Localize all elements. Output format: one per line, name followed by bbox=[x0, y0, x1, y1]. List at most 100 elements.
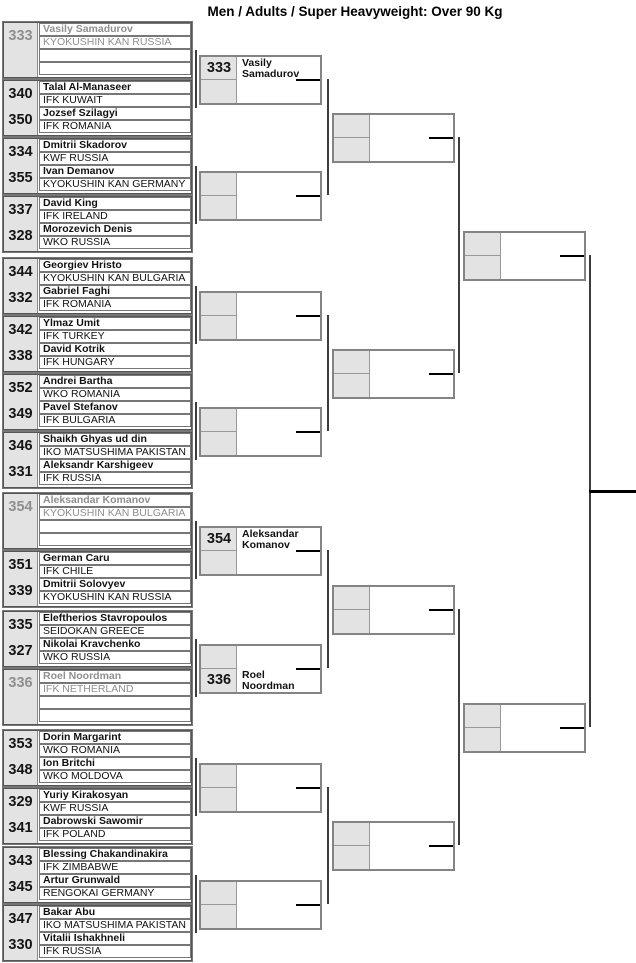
entrant-name: Talal Al-Manaseer bbox=[39, 81, 191, 94]
entrant-club: IFK ZIMBABWE bbox=[39, 861, 191, 874]
winner-name: Roel Noordman bbox=[238, 669, 320, 692]
entrant-club: WKO ROMANIA bbox=[39, 744, 191, 757]
entrant-name: Ylmaz Umit bbox=[39, 317, 191, 330]
winner-slot bbox=[371, 374, 453, 397]
winner-slot bbox=[371, 846, 453, 869]
entrant-number: 346 bbox=[8, 438, 33, 454]
entrant-number: 351 bbox=[8, 557, 33, 573]
entrant-number: 328 bbox=[8, 228, 33, 244]
entrant-name: Gabriel Faghi bbox=[39, 285, 191, 298]
number-cell bbox=[201, 316, 237, 339]
entrant-number: 348 bbox=[8, 762, 33, 778]
entrant-name: Eleftherios Stavropoulos bbox=[39, 612, 191, 625]
number-cell bbox=[465, 256, 501, 279]
entrant-number: 330 bbox=[8, 937, 33, 953]
entrant-club: KYOKUSHIN KAN RUSSIA bbox=[39, 591, 191, 604]
entrant-club: IFK IRELAND bbox=[39, 210, 191, 223]
empty-row bbox=[39, 709, 191, 722]
entrant-name: David King bbox=[39, 197, 191, 210]
connector-line bbox=[327, 550, 329, 668]
score-line bbox=[169, 545, 191, 546]
entrant-name: Morozevich Denis bbox=[39, 223, 191, 236]
number-cell bbox=[201, 293, 237, 316]
number-cell bbox=[465, 728, 501, 751]
number-cell bbox=[201, 646, 237, 669]
entrant-name: Aleksandar Komanov bbox=[39, 494, 191, 507]
entrant-club: IFK CHILE bbox=[39, 565, 191, 578]
number-column bbox=[4, 81, 38, 135]
number-cell bbox=[201, 551, 237, 574]
connector-line bbox=[195, 758, 197, 816]
number-cell bbox=[201, 905, 237, 928]
connector-line bbox=[195, 286, 197, 344]
winner-name: Vasily Samadurov bbox=[238, 57, 320, 81]
round-box bbox=[332, 113, 455, 163]
entrant-club: RENGOKAI GERMANY bbox=[39, 887, 191, 900]
entrant-number: 341 bbox=[8, 820, 33, 836]
connector-line bbox=[458, 609, 460, 845]
number-cell bbox=[334, 587, 370, 610]
winner-slot bbox=[371, 610, 453, 633]
entrant-club: WKO RUSSIA bbox=[39, 236, 191, 249]
number-cell bbox=[465, 233, 501, 256]
entrant-name: Artur Grunwald bbox=[39, 874, 191, 887]
winner-slot bbox=[238, 905, 320, 928]
winner-slot bbox=[502, 233, 584, 257]
winner-number: 354 bbox=[206, 531, 232, 547]
connector-line bbox=[195, 402, 197, 460]
number-column bbox=[4, 670, 38, 724]
round-box bbox=[332, 349, 455, 399]
entrant-name: Vitalii Ishakhneli bbox=[39, 932, 191, 945]
winner-slot bbox=[238, 432, 320, 455]
entrant-number: 327 bbox=[8, 643, 33, 659]
empty-row bbox=[39, 62, 191, 75]
entrant-club: SEIDOKAN GREECE bbox=[39, 625, 191, 638]
number-column bbox=[4, 375, 38, 429]
winner-slot bbox=[238, 316, 320, 339]
round-box bbox=[463, 231, 586, 281]
score-line bbox=[296, 315, 320, 317]
entrant-name: Vasily Samadurov bbox=[39, 23, 191, 36]
entrant-number: 352 bbox=[8, 380, 33, 396]
entrant-name: Andrei Bartha bbox=[39, 375, 191, 388]
entrant-club: IFK HUNGARY bbox=[39, 356, 191, 369]
page-title: Men / Adults / Super Heavyweight: Over 9… bbox=[207, 4, 503, 19]
entrant-number: 337 bbox=[8, 202, 33, 218]
number-cell bbox=[334, 115, 370, 138]
entrant-number: 355 bbox=[8, 170, 33, 186]
empty-row bbox=[39, 520, 191, 533]
winner-slot bbox=[371, 587, 453, 611]
score-line bbox=[169, 721, 191, 722]
number-column bbox=[4, 259, 38, 313]
entrant-name: Shaikh Ghyas ud din bbox=[39, 433, 191, 446]
entrant-club: WKO RUSSIA bbox=[39, 651, 191, 664]
entrant-number: 353 bbox=[8, 736, 33, 752]
entrant-club: KYOKUSHIN KAN GERMANY bbox=[39, 178, 191, 191]
winner-slot bbox=[371, 823, 453, 847]
entrant-club: KYOKUSHIN KAN BULGARIA bbox=[39, 507, 191, 520]
score-line bbox=[296, 79, 320, 81]
number-cell bbox=[334, 610, 370, 633]
number-cell bbox=[334, 351, 370, 374]
entrant-name: Dorin Margarint bbox=[39, 731, 191, 744]
number-column bbox=[4, 23, 38, 77]
number-cell bbox=[201, 173, 237, 196]
